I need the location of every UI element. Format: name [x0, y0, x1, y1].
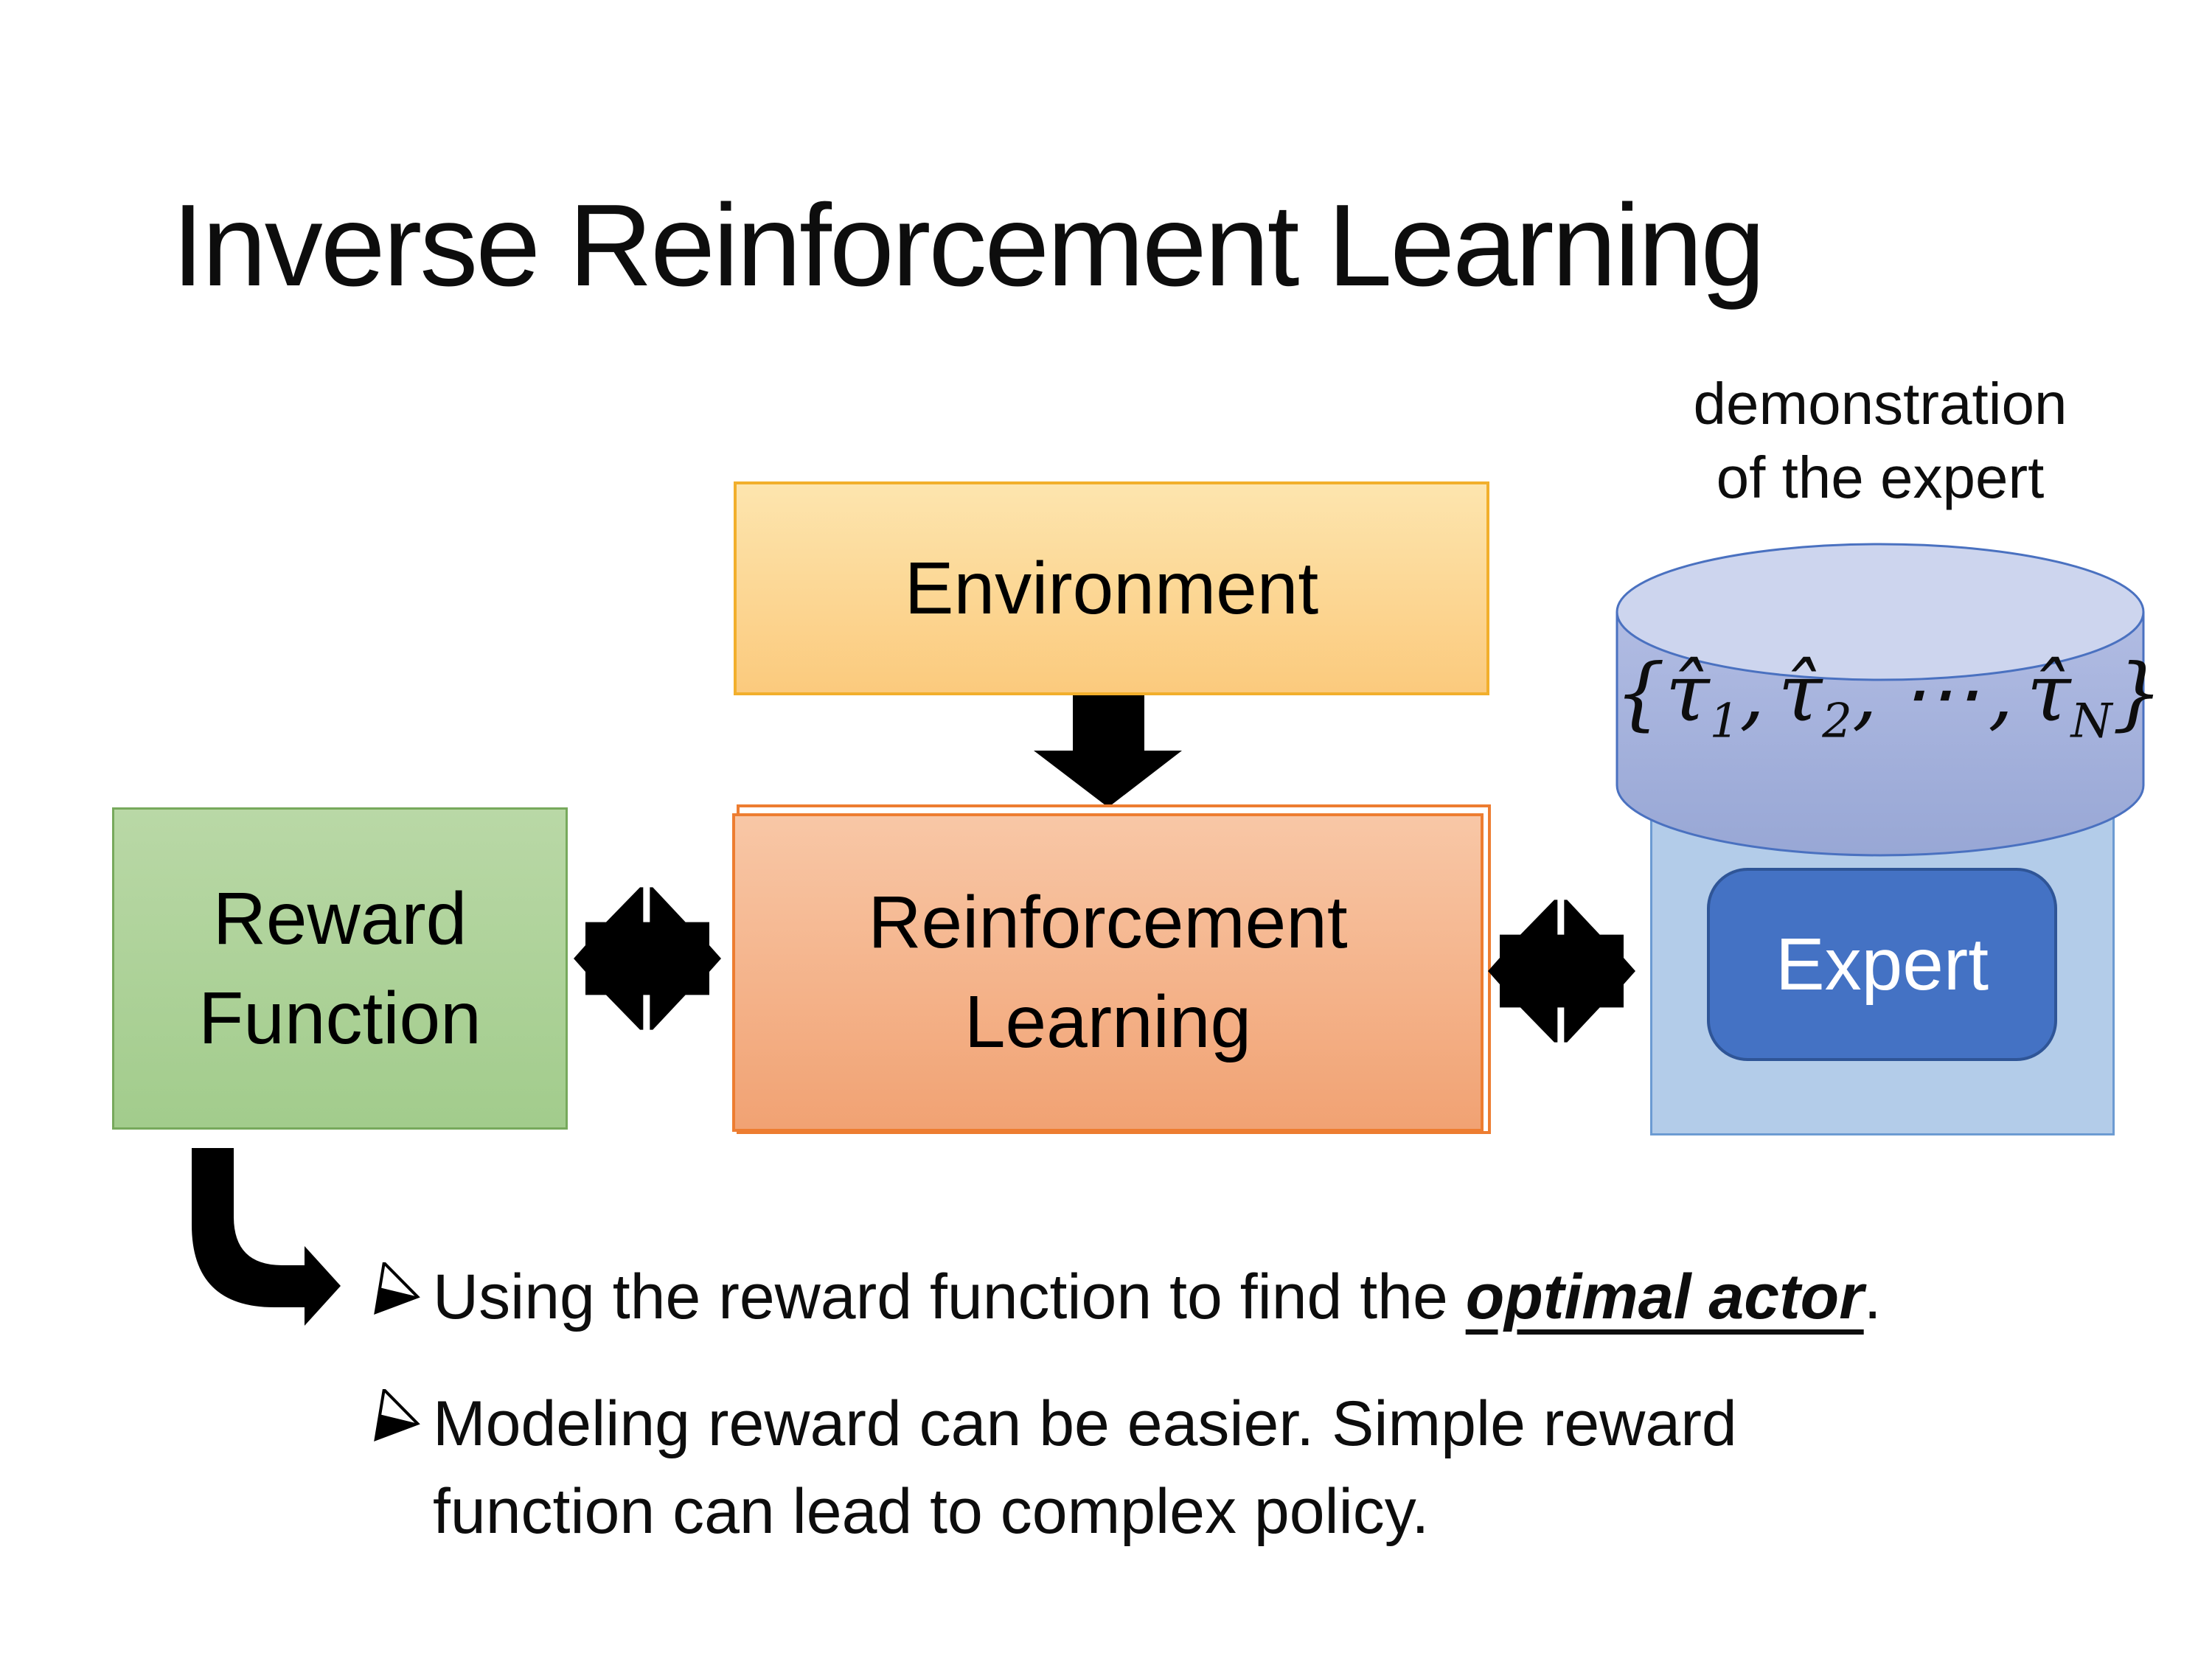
down-arrow-icon: [1034, 695, 1182, 807]
exchange-arrow-icon: [1488, 900, 1635, 1043]
demonstration-label-line2: of the expert: [1716, 445, 2045, 510]
demonstration-label-line1: demonstration: [1693, 371, 2067, 437]
bent-arrow-icon: [192, 1148, 341, 1326]
trajectory-set-formula: {τ̂1,τ̂2,⋯,τ̂N}: [1615, 647, 2163, 749]
reward-function-label-line2: Function: [198, 976, 481, 1060]
bullet-item-modeling-reward: Modeling reward can be easier. Simple re…: [365, 1380, 2135, 1556]
bullet-item-optimal-actor: Using the reward function to find the op…: [365, 1253, 2135, 1341]
expert-box: Expert: [1707, 868, 2057, 1061]
bullet-arrow-icon: [374, 1262, 420, 1315]
environment-box: Environment: [734, 481, 1489, 695]
expert-label: Expert: [1775, 922, 1989, 1006]
exchange-arrow-icon: [574, 887, 721, 1030]
bullet-text: Modeling reward can be easier. Simple re…: [433, 1388, 1737, 1547]
bullet-text: Using the reward function to find the op…: [433, 1262, 1882, 1332]
environment-label: Environment: [904, 546, 1319, 630]
page-title: Inverse Reinforcement Learning: [172, 181, 1765, 310]
reinforcement-learning-label-line2: Learning: [964, 981, 1252, 1063]
reward-function-box: Reward Function: [112, 807, 568, 1130]
reinforcement-learning-label-line1: Reinforcement: [868, 881, 1348, 964]
demonstration-label: demonstration of the expert: [1585, 367, 2175, 515]
reinforcement-learning-box: Reinforcement Learning: [732, 813, 1484, 1132]
reward-function-label-line1: Reward: [212, 877, 467, 960]
demonstration-database-cylinder: [1615, 543, 2145, 857]
bullet-arrow-icon: [374, 1389, 420, 1441]
optimal-actor-emphasis: optimal actor: [1465, 1262, 1864, 1332]
